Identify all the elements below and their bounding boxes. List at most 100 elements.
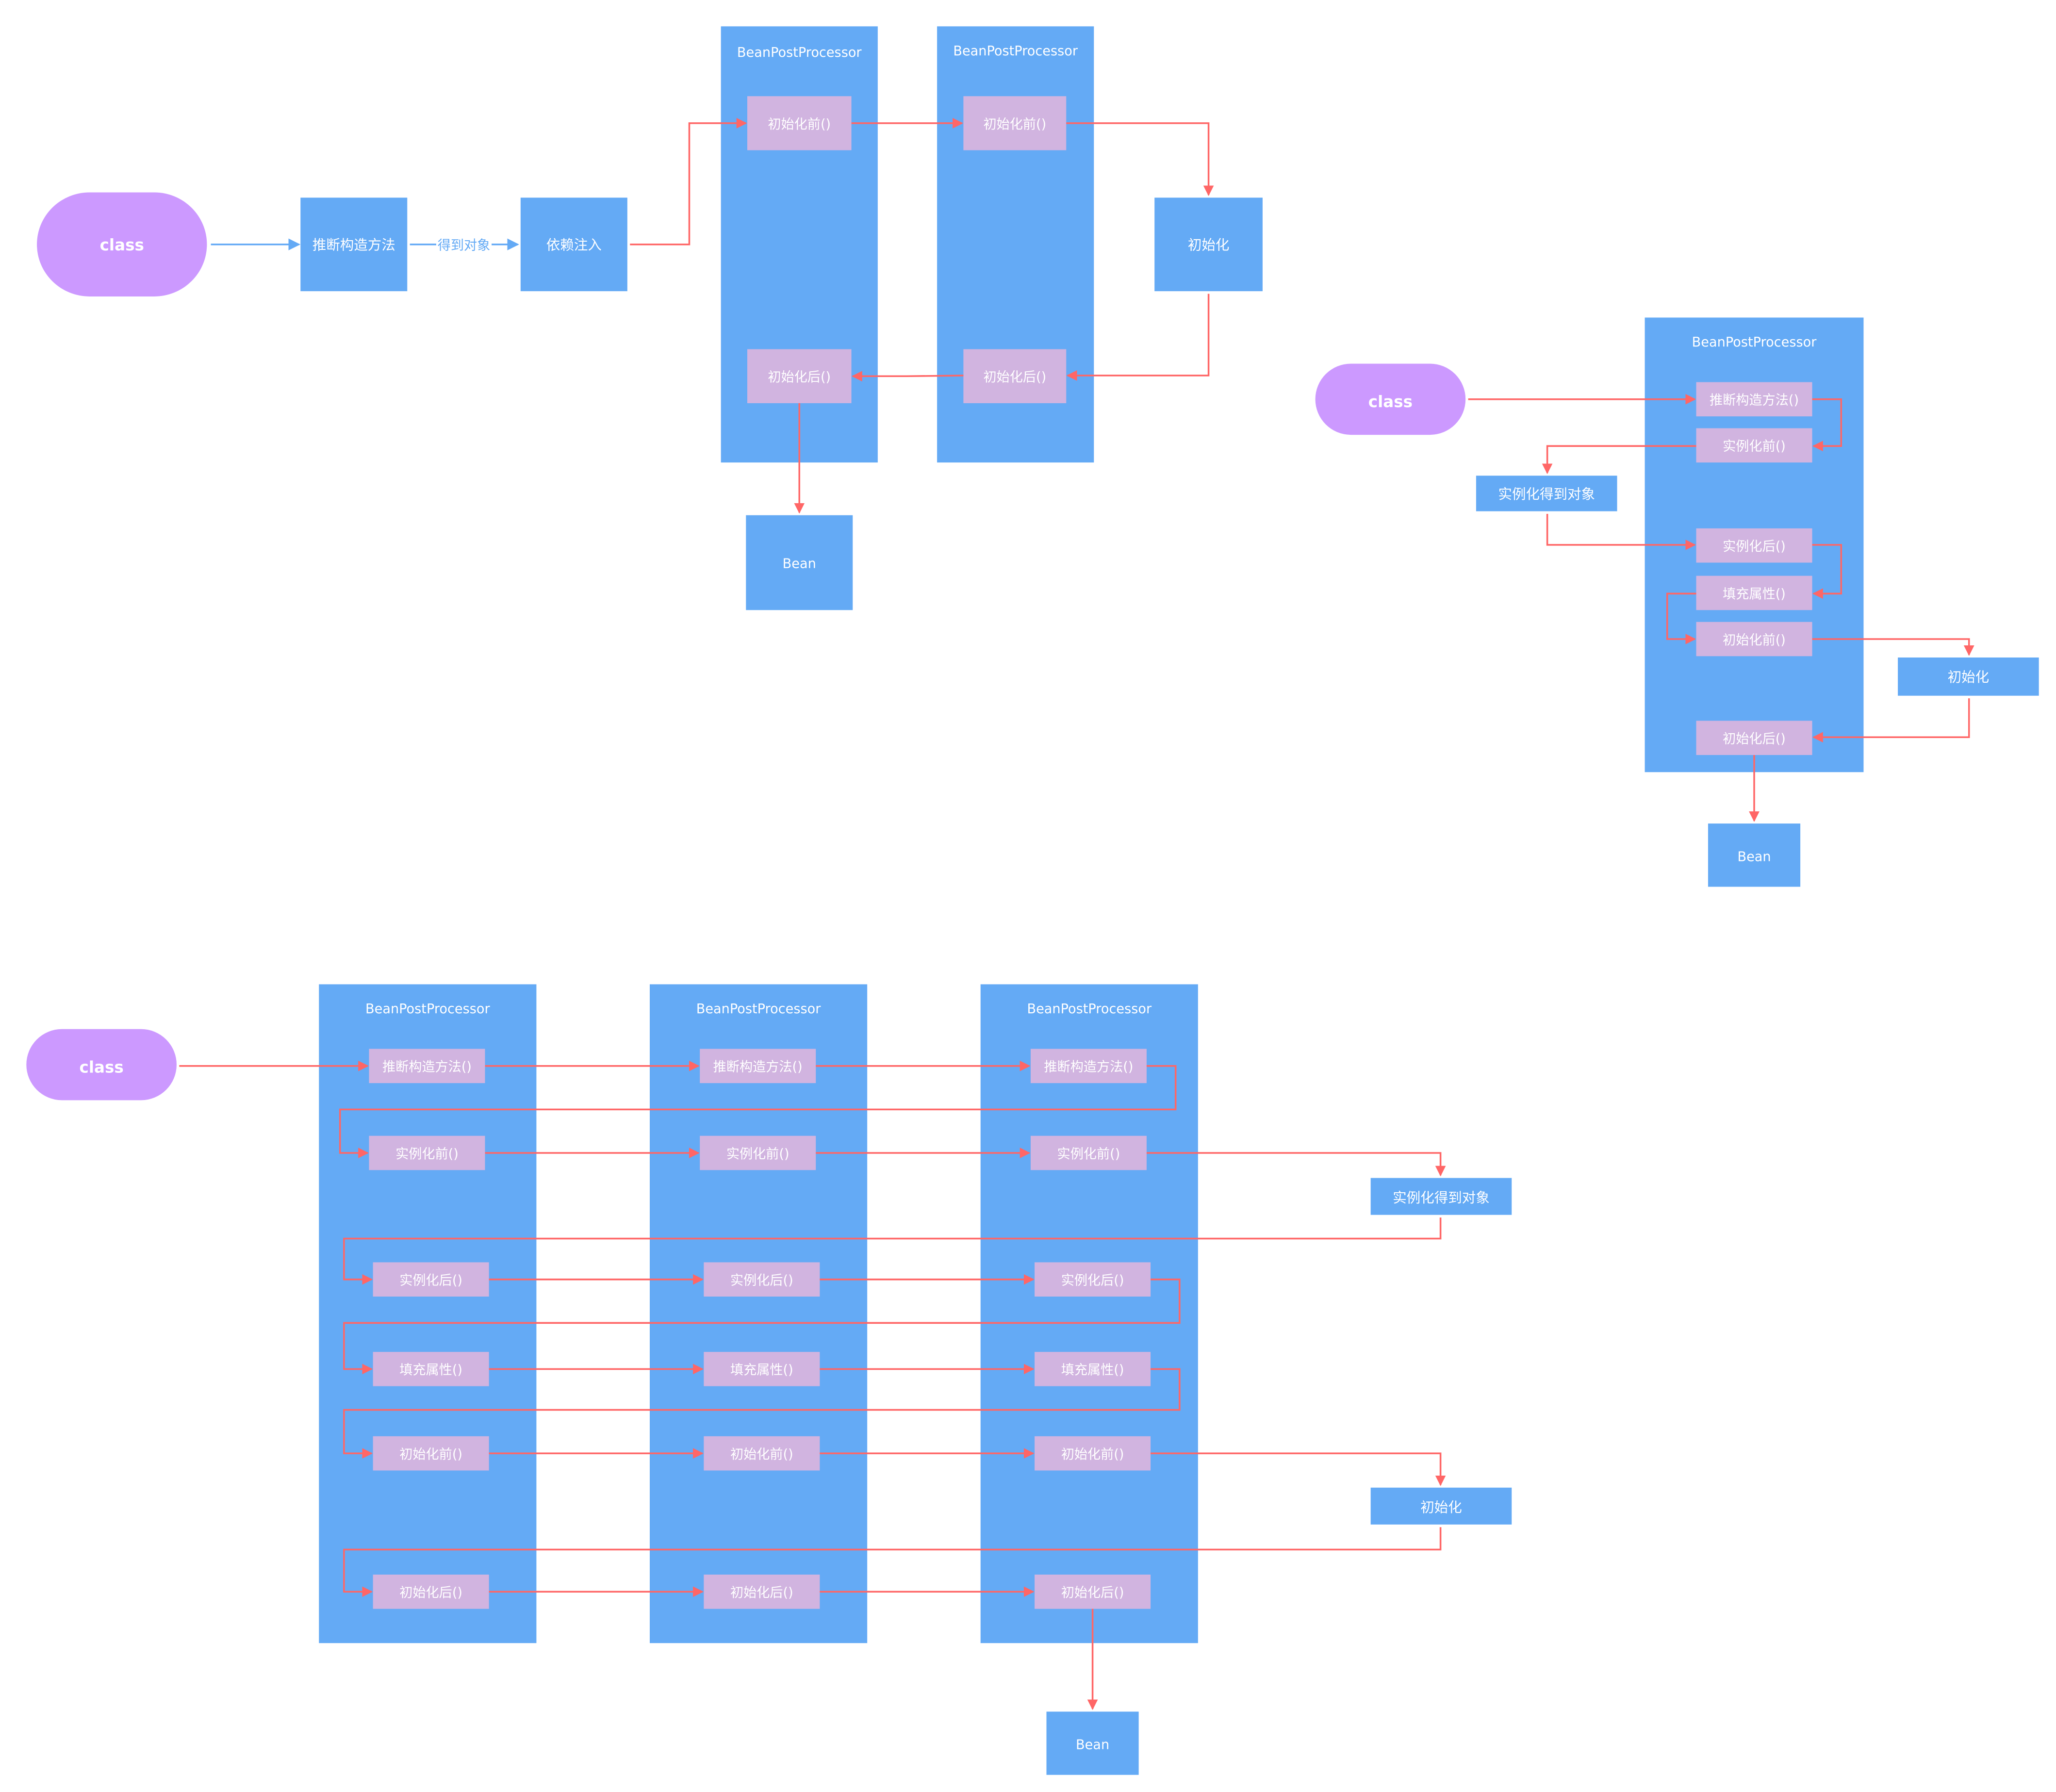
d2-method-infer-constructor[interactable]: 推断构造方法() xyxy=(1696,382,1812,417)
d1-p2-before-init-label: 初始化前() xyxy=(983,117,1046,132)
d2-edge-init-to-after-init xyxy=(1812,698,1970,743)
d2-method-infer-constructor-label: 推断构造方法() xyxy=(1710,393,1799,408)
d2-bean-node[interactable]: Bean xyxy=(1708,823,1801,887)
d2-processor-title: BeanPostProcessor xyxy=(1692,335,1817,350)
d2-method-before-instantiation-label: 实例化前() xyxy=(1723,439,1786,454)
d1-bean-node[interactable]: Bean xyxy=(746,515,853,610)
d3-p2-method-before-init[interactable]: 初始化前() xyxy=(704,1436,820,1471)
diagram-single-processor-lifecycle: BeanPostProcessor class 推断构造方法() 实例化前() 实例… xyxy=(1315,317,2039,887)
d1-p2-after-init[interactable]: 初始化后() xyxy=(963,349,1067,403)
d3-p1-method-before-instantiation-label: 实例化前() xyxy=(395,1147,459,1162)
d3-p2-method-after-init-label: 初始化后() xyxy=(730,1585,793,1600)
d2-method-before-init[interactable]: 初始化前() xyxy=(1696,622,1812,657)
d1-p2-after-init-label: 初始化后() xyxy=(983,370,1046,385)
d1-edge-init-to-p2-after xyxy=(1066,294,1210,381)
d2-class-label: class xyxy=(1368,393,1413,411)
d1-dependency-injection-label: 依赖注入 xyxy=(546,237,602,253)
d3-p3-method-after-init[interactable]: 初始化后() xyxy=(1035,1574,1151,1609)
d3-p2-method-populate-properties-label: 填充属性() xyxy=(730,1363,793,1378)
d2-edge-populate-to-before-init xyxy=(1666,592,1696,644)
d3-p1-method-infer-constructor[interactable]: 推断构造方法() xyxy=(369,1049,485,1084)
d3-class-node[interactable]: class xyxy=(26,1029,177,1101)
d3-instantiate-label: 实例化得到对象 xyxy=(1393,1190,1490,1206)
d2-instantiate-node[interactable]: 实例化得到对象 xyxy=(1476,476,1617,511)
d3-p1-method-after-instantiation-label: 实例化后() xyxy=(399,1273,462,1288)
d1-p1-after-init-label: 初始化后() xyxy=(768,370,831,385)
d1-edge-label: 得到对象 xyxy=(438,238,491,253)
d3-p2-method-before-instantiation[interactable]: 实例化前() xyxy=(700,1135,816,1170)
d3-p2-method-infer-constructor[interactable]: 推断构造方法() xyxy=(700,1049,816,1084)
d1-init-label: 初始化 xyxy=(1188,237,1230,253)
d3-p3-method-infer-constructor[interactable]: 推断构造方法() xyxy=(1030,1049,1147,1084)
d3-p3-method-after-instantiation-label: 实例化后() xyxy=(1061,1273,1124,1288)
d2-method-before-instantiation[interactable]: 实例化前() xyxy=(1696,428,1812,463)
d3-p3-method-after-instantiation[interactable]: 实例化后() xyxy=(1035,1262,1151,1297)
d2-method-populate-properties-label: 填充属性() xyxy=(1723,587,1786,602)
d1-edge-p2-before-to-init xyxy=(1066,122,1214,197)
d3-p2-method-populate-properties[interactable]: 填充属性() xyxy=(704,1352,820,1386)
d3-init-label: 初始化 xyxy=(1420,1499,1462,1515)
d3-edge-populate-to-before-init xyxy=(343,1368,1181,1459)
d3-p2-method-before-instantiation-label: 实例化前() xyxy=(726,1147,790,1162)
d2-init-node[interactable]: 初始化 xyxy=(1898,658,2039,696)
d3-p3-method-before-instantiation[interactable]: 实例化前() xyxy=(1030,1135,1147,1170)
d1-processor-1[interactable]: BeanPostProcessor 初始化前() 初始化后() xyxy=(721,26,878,463)
diagram-multi-processor-lifecycle: BeanPostProcessor 推断构造方法() 实例化前() 实例化后() 填充属… xyxy=(26,984,1512,1775)
d1-edge-label-bg xyxy=(436,236,492,253)
d3-p3-method-populate-properties[interactable]: 填充属性() xyxy=(1035,1352,1151,1386)
d3-p2-method-after-instantiation[interactable]: 实例化后() xyxy=(704,1262,820,1297)
d3-p1-method-after-instantiation[interactable]: 实例化后() xyxy=(373,1262,489,1297)
d3-p1-method-before-instantiation[interactable]: 实例化前() xyxy=(369,1135,485,1170)
d3-p2-method-infer-constructor-label: 推断构造方法() xyxy=(713,1060,803,1075)
d1-processor-1-title: BeanPostProcessor xyxy=(737,45,862,60)
d1-bean-label: Bean xyxy=(783,556,816,571)
d3-p3-method-before-init[interactable]: 初始化前() xyxy=(1035,1436,1151,1471)
d2-edge-infer-to-before-inst xyxy=(1812,398,1842,452)
d1-p2-before-init[interactable]: 初始化前() xyxy=(963,96,1067,150)
diagram-simple-lifecycle: class 推断构造方法 依赖注入 BeanPostProcessor 初始化前… xyxy=(37,26,1263,610)
d2-class-node[interactable]: class xyxy=(1315,363,1466,435)
d3-p2-method-after-init[interactable]: 初始化后() xyxy=(704,1574,820,1609)
d3-p2-method-after-instantiation-label: 实例化后() xyxy=(730,1273,793,1288)
d2-method-populate-properties[interactable]: 填充属性() xyxy=(1696,575,1812,610)
d3-p1-method-before-init-label: 初始化前() xyxy=(399,1447,462,1462)
d1-dependency-injection-node[interactable]: 依赖注入 xyxy=(520,197,627,292)
d3-p2-method-before-init-label: 初始化前() xyxy=(730,1447,793,1462)
d1-init-node[interactable]: 初始化 xyxy=(1154,197,1263,292)
d2-edge-after-inst-to-populate xyxy=(1812,544,1842,599)
d3-init-node[interactable]: 初始化 xyxy=(1370,1487,1512,1525)
d3-p3-method-before-init-label: 初始化前() xyxy=(1061,1447,1124,1462)
d3-processor-3[interactable]: BeanPostProcessor 推断构造方法() 实例化前() 实例化后() 填充属… xyxy=(980,984,1198,1644)
d2-edge-instantiate-to-after-inst xyxy=(1546,514,1696,550)
d3-p1-method-populate-properties-label: 填充属性() xyxy=(399,1363,462,1378)
d3-edge-init-to-after-init xyxy=(343,1527,1442,1597)
d1-processor-2[interactable]: BeanPostProcessor 初始化前() 初始化后() xyxy=(937,26,1094,463)
d3-processor-3-title: BeanPostProcessor xyxy=(1027,1002,1152,1017)
d3-bean-node[interactable]: Bean xyxy=(1046,1711,1139,1775)
d3-p1-method-after-init[interactable]: 初始化后() xyxy=(373,1574,489,1609)
d3-instantiate-node[interactable]: 实例化得到对象 xyxy=(1370,1178,1512,1215)
d3-p1-method-before-init[interactable]: 初始化前() xyxy=(373,1436,489,1471)
d1-p1-after-init[interactable]: 初始化后() xyxy=(747,349,852,403)
d1-p1-before-init[interactable]: 初始化前() xyxy=(747,96,852,150)
d3-processor-2[interactable]: BeanPostProcessor 推断构造方法() 实例化前() 实例化后() 填充属… xyxy=(650,984,868,1644)
d1-class-node[interactable]: class xyxy=(37,192,207,296)
d2-method-after-instantiation[interactable]: 实例化后() xyxy=(1696,528,1812,563)
d3-processor-1-title: BeanPostProcessor xyxy=(365,1002,491,1017)
d2-method-after-init[interactable]: 初始化后() xyxy=(1696,721,1812,755)
d1-infer-constructor-node[interactable]: 推断构造方法 xyxy=(300,197,408,292)
d2-edge-before-init-to-init xyxy=(1812,638,1974,656)
d1-class-label: class xyxy=(100,236,144,254)
d1-processor-2-title: BeanPostProcessor xyxy=(953,44,1078,59)
d3-edge-before-init-to-init xyxy=(1151,1452,1446,1486)
d3-p3-method-before-instantiation-label: 实例化前() xyxy=(1057,1147,1120,1162)
d2-edge-before-inst-to-instantiate xyxy=(1542,445,1696,475)
d3-processor-1[interactable]: BeanPostProcessor 推断构造方法() 实例化前() 实例化后() 填充属… xyxy=(319,984,537,1644)
d3-processor-2-title: BeanPostProcessor xyxy=(696,1002,822,1017)
d3-class-label: class xyxy=(80,1058,124,1076)
d2-method-after-instantiation-label: 实例化后() xyxy=(1723,539,1786,554)
d3-p1-method-populate-properties[interactable]: 填充属性() xyxy=(373,1352,489,1386)
d3-edge-before-inst-to-instantiate xyxy=(1146,1152,1446,1177)
d3-p1-method-after-init-label: 初始化后() xyxy=(399,1585,462,1600)
d2-init-label: 初始化 xyxy=(1948,669,1990,685)
